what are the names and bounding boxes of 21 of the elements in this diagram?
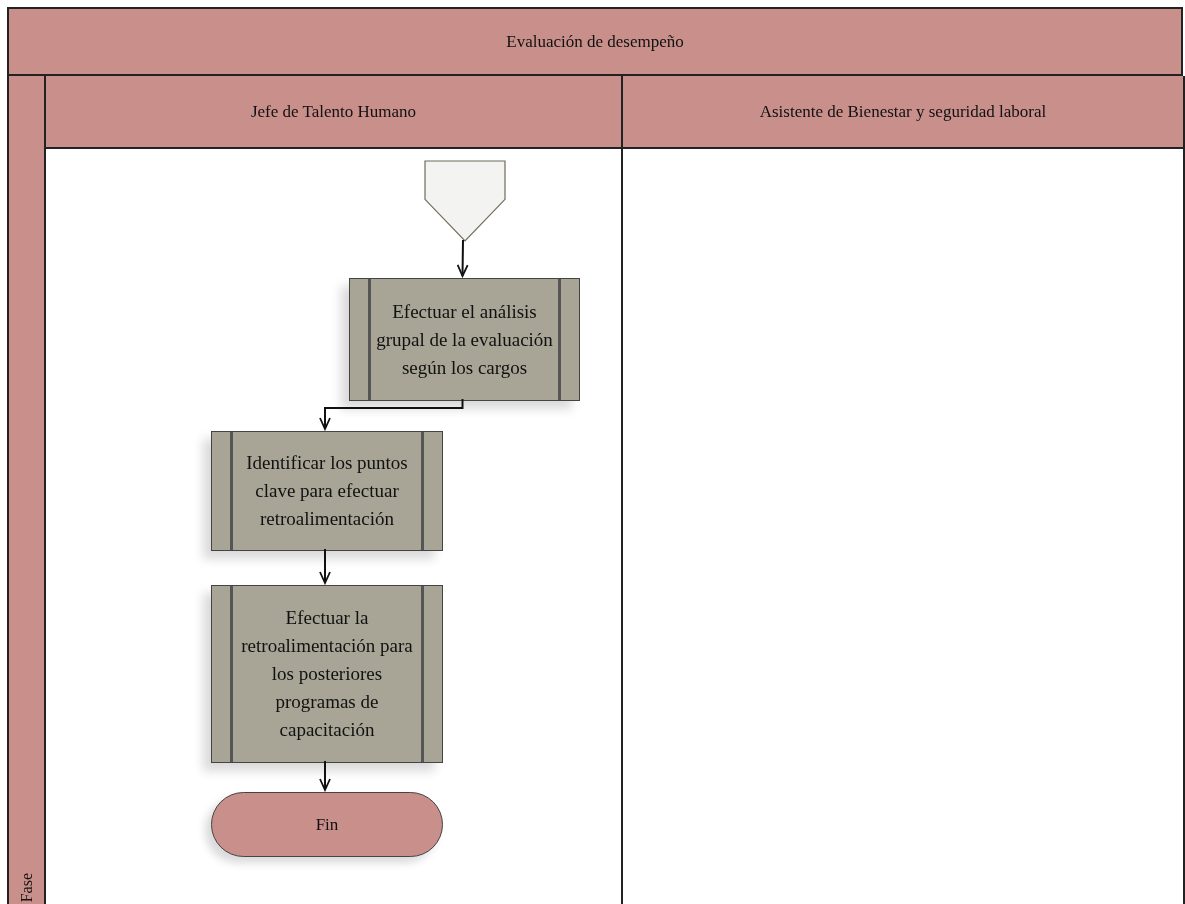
arrow <box>319 398 464 430</box>
pool-title: Evaluación de desempeño <box>506 30 684 53</box>
terminal-shape <box>211 792 443 857</box>
off-page-connector <box>424 160 506 242</box>
swimlane <box>46 76 623 904</box>
phase-band <box>9 76 46 904</box>
swimlane-pool <box>7 7 1183 904</box>
process-box <box>211 431 443 551</box>
arrow <box>456 239 469 277</box>
arrow <box>319 548 331 584</box>
lane-title: Asistente de Bienestar y seguridad laboral <box>759 100 1047 123</box>
process-text: Efectuar la retroalimentación para los posteriores programas de capacitación <box>240 606 414 742</box>
terminal-text: Fin <box>315 813 339 836</box>
process-text: Efectuar el análisis grupal de la evaluación según los cargos <box>375 299 554 380</box>
process-box <box>211 585 443 763</box>
phase-label: Fase <box>16 872 36 902</box>
swimlane <box>623 76 1185 904</box>
arrow <box>319 760 331 791</box>
process-box <box>349 278 580 401</box>
lane-title: Jefe de Talento Humano <box>250 100 417 123</box>
process-text: Identificar los puntos clave para efectuar retroalimentación <box>245 451 409 531</box>
